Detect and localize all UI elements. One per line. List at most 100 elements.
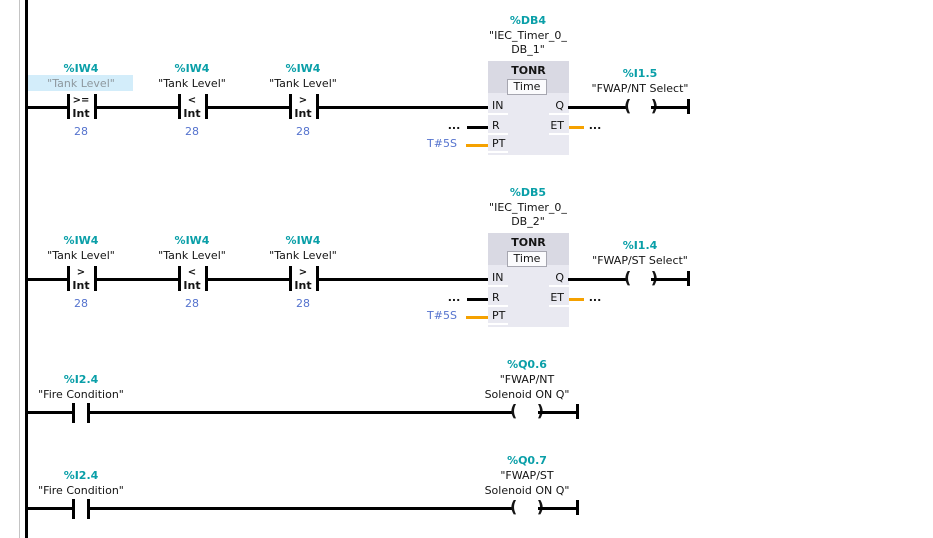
operand-address[interactable]: %I2.4 — [63, 469, 99, 482]
r-operand-placeholder[interactable]: ... — [447, 291, 461, 304]
coil-name-line2[interactable]: Solenoid ON Q" — [484, 388, 570, 401]
contact-bar-left — [67, 94, 70, 119]
pin-notch — [488, 323, 508, 325]
et-operand-placeholder[interactable]: ... — [588, 119, 602, 132]
timer-db-name-line1[interactable]: "IEC_Timer_0_ — [489, 201, 567, 214]
timer-db-name-line2[interactable]: DB_1" — [511, 43, 545, 56]
compare-data-type[interactable]: Int — [72, 279, 90, 292]
compare-operator: > — [298, 95, 308, 106]
compare-operator: > — [76, 267, 86, 278]
coil-symbol[interactable]: () — [510, 497, 544, 517]
pin-label-in: IN — [492, 99, 504, 112]
coil-name-line1[interactable]: "FWAP/ST — [500, 469, 554, 482]
wire-segment — [568, 278, 627, 281]
coil-address[interactable]: %Q0.7 — [507, 454, 547, 467]
compare-value[interactable]: 28 — [185, 125, 199, 138]
wire-segment — [319, 106, 488, 109]
r-operand-placeholder[interactable]: ... — [447, 119, 461, 132]
wire-segment — [568, 106, 627, 109]
operand-name[interactable]: "Tank Level" — [269, 249, 337, 262]
compare-operator: >= — [72, 95, 90, 106]
pt-value[interactable]: T#5S — [427, 309, 457, 322]
rung-end-stub — [687, 271, 690, 286]
operand-name[interactable]: "Tank Level" — [269, 77, 337, 90]
coil-name-line1[interactable]: "FWAP/NT — [499, 373, 555, 386]
timer-db-address[interactable]: %DB5 — [509, 186, 547, 199]
pin-notch — [549, 305, 569, 307]
wire-segment — [26, 507, 72, 510]
compare-value[interactable]: 28 — [74, 297, 88, 310]
pt-input-wire — [466, 144, 488, 147]
pin-label-in: IN — [492, 271, 504, 284]
network-margin-line — [19, 0, 20, 538]
wire-segment — [651, 106, 690, 109]
compare-data-type[interactable]: Int — [183, 279, 201, 292]
pin-notch — [488, 133, 508, 135]
operand-name[interactable]: "Tank Level" — [158, 249, 226, 262]
wire-segment — [90, 411, 512, 414]
coil-symbol[interactable]: () — [624, 268, 658, 288]
compare-value[interactable]: 28 — [74, 125, 88, 138]
operand-address[interactable]: %IW4 — [63, 62, 99, 75]
operand-name[interactable]: "Tank Level" — [47, 249, 115, 262]
compare-value[interactable]: 28 — [296, 125, 310, 138]
coil-paren-right: ) — [651, 268, 658, 288]
pin-label-pt: PT — [492, 137, 506, 150]
contact-bar-left — [178, 94, 181, 119]
compare-data-type[interactable]: Int — [294, 107, 312, 120]
wire-segment — [97, 106, 178, 109]
rung-end-stub — [576, 500, 579, 515]
coil-symbol[interactable]: () — [510, 401, 544, 421]
compare-value[interactable]: 28 — [296, 297, 310, 310]
et-operand-placeholder[interactable]: ... — [588, 291, 602, 304]
timer-db-name-line1[interactable]: "IEC_Timer_0_ — [489, 29, 567, 42]
rung-end-stub — [576, 404, 579, 419]
operand-name[interactable]: "Tank Level" — [158, 77, 226, 90]
timer-time-type-dropdown[interactable]: Time — [507, 79, 547, 95]
wire-segment — [538, 507, 578, 510]
wire-segment — [90, 507, 512, 510]
r-input-wire — [467, 298, 488, 301]
contact-bar-left — [178, 266, 181, 291]
pin-notch — [488, 285, 508, 287]
coil-address[interactable]: %Q0.6 — [507, 358, 547, 371]
compare-data-type[interactable]: Int — [183, 107, 201, 120]
coil-name-line2[interactable]: Solenoid ON Q" — [484, 484, 570, 497]
contact-bar-left — [72, 499, 75, 519]
operand-address[interactable]: %I2.4 — [63, 373, 99, 386]
pin-notch — [488, 113, 508, 115]
timer-time-type-dropdown[interactable]: Time — [507, 251, 547, 267]
contact-bar-left — [72, 403, 75, 423]
operand-address[interactable]: %IW4 — [174, 62, 210, 75]
contact-bar-right — [205, 266, 208, 291]
pin-notch — [549, 285, 569, 287]
operand-address[interactable]: %IW4 — [174, 234, 210, 247]
contact-bar-right — [316, 94, 319, 119]
compare-operator: < — [187, 267, 197, 278]
compare-value[interactable]: 28 — [185, 297, 199, 310]
coil-symbol[interactable]: () — [624, 96, 658, 116]
pin-notch — [549, 133, 569, 135]
coil-name[interactable]: "FWAP/ST Select" — [592, 254, 688, 267]
operand-name[interactable]: "Fire Condition" — [38, 388, 124, 401]
operand-address[interactable]: %IW4 — [285, 62, 321, 75]
timer-db-name-line2[interactable]: DB_2" — [511, 215, 545, 228]
pin-notch — [549, 113, 569, 115]
compare-data-type[interactable]: Int — [294, 279, 312, 292]
contact-bar-right — [87, 499, 90, 519]
pin-label-r: R — [492, 119, 500, 132]
operand-name[interactable]: "Tank Level" — [47, 77, 115, 90]
pt-value[interactable]: T#5S — [427, 137, 457, 150]
coil-address[interactable]: %I1.5 — [622, 67, 658, 80]
coil-name[interactable]: "FWAP/NT Select" — [591, 82, 689, 95]
timer-db-address[interactable]: %DB4 — [509, 14, 547, 27]
compare-data-type[interactable]: Int — [72, 107, 90, 120]
operand-name[interactable]: "Fire Condition" — [38, 484, 124, 497]
coil-paren-right: ) — [651, 96, 658, 116]
pin-label-q: Q — [555, 99, 564, 112]
contact-bar-left — [67, 266, 70, 291]
operand-address[interactable]: %IW4 — [285, 234, 321, 247]
operand-address[interactable]: %IW4 — [63, 234, 99, 247]
coil-address[interactable]: %I1.4 — [622, 239, 658, 252]
